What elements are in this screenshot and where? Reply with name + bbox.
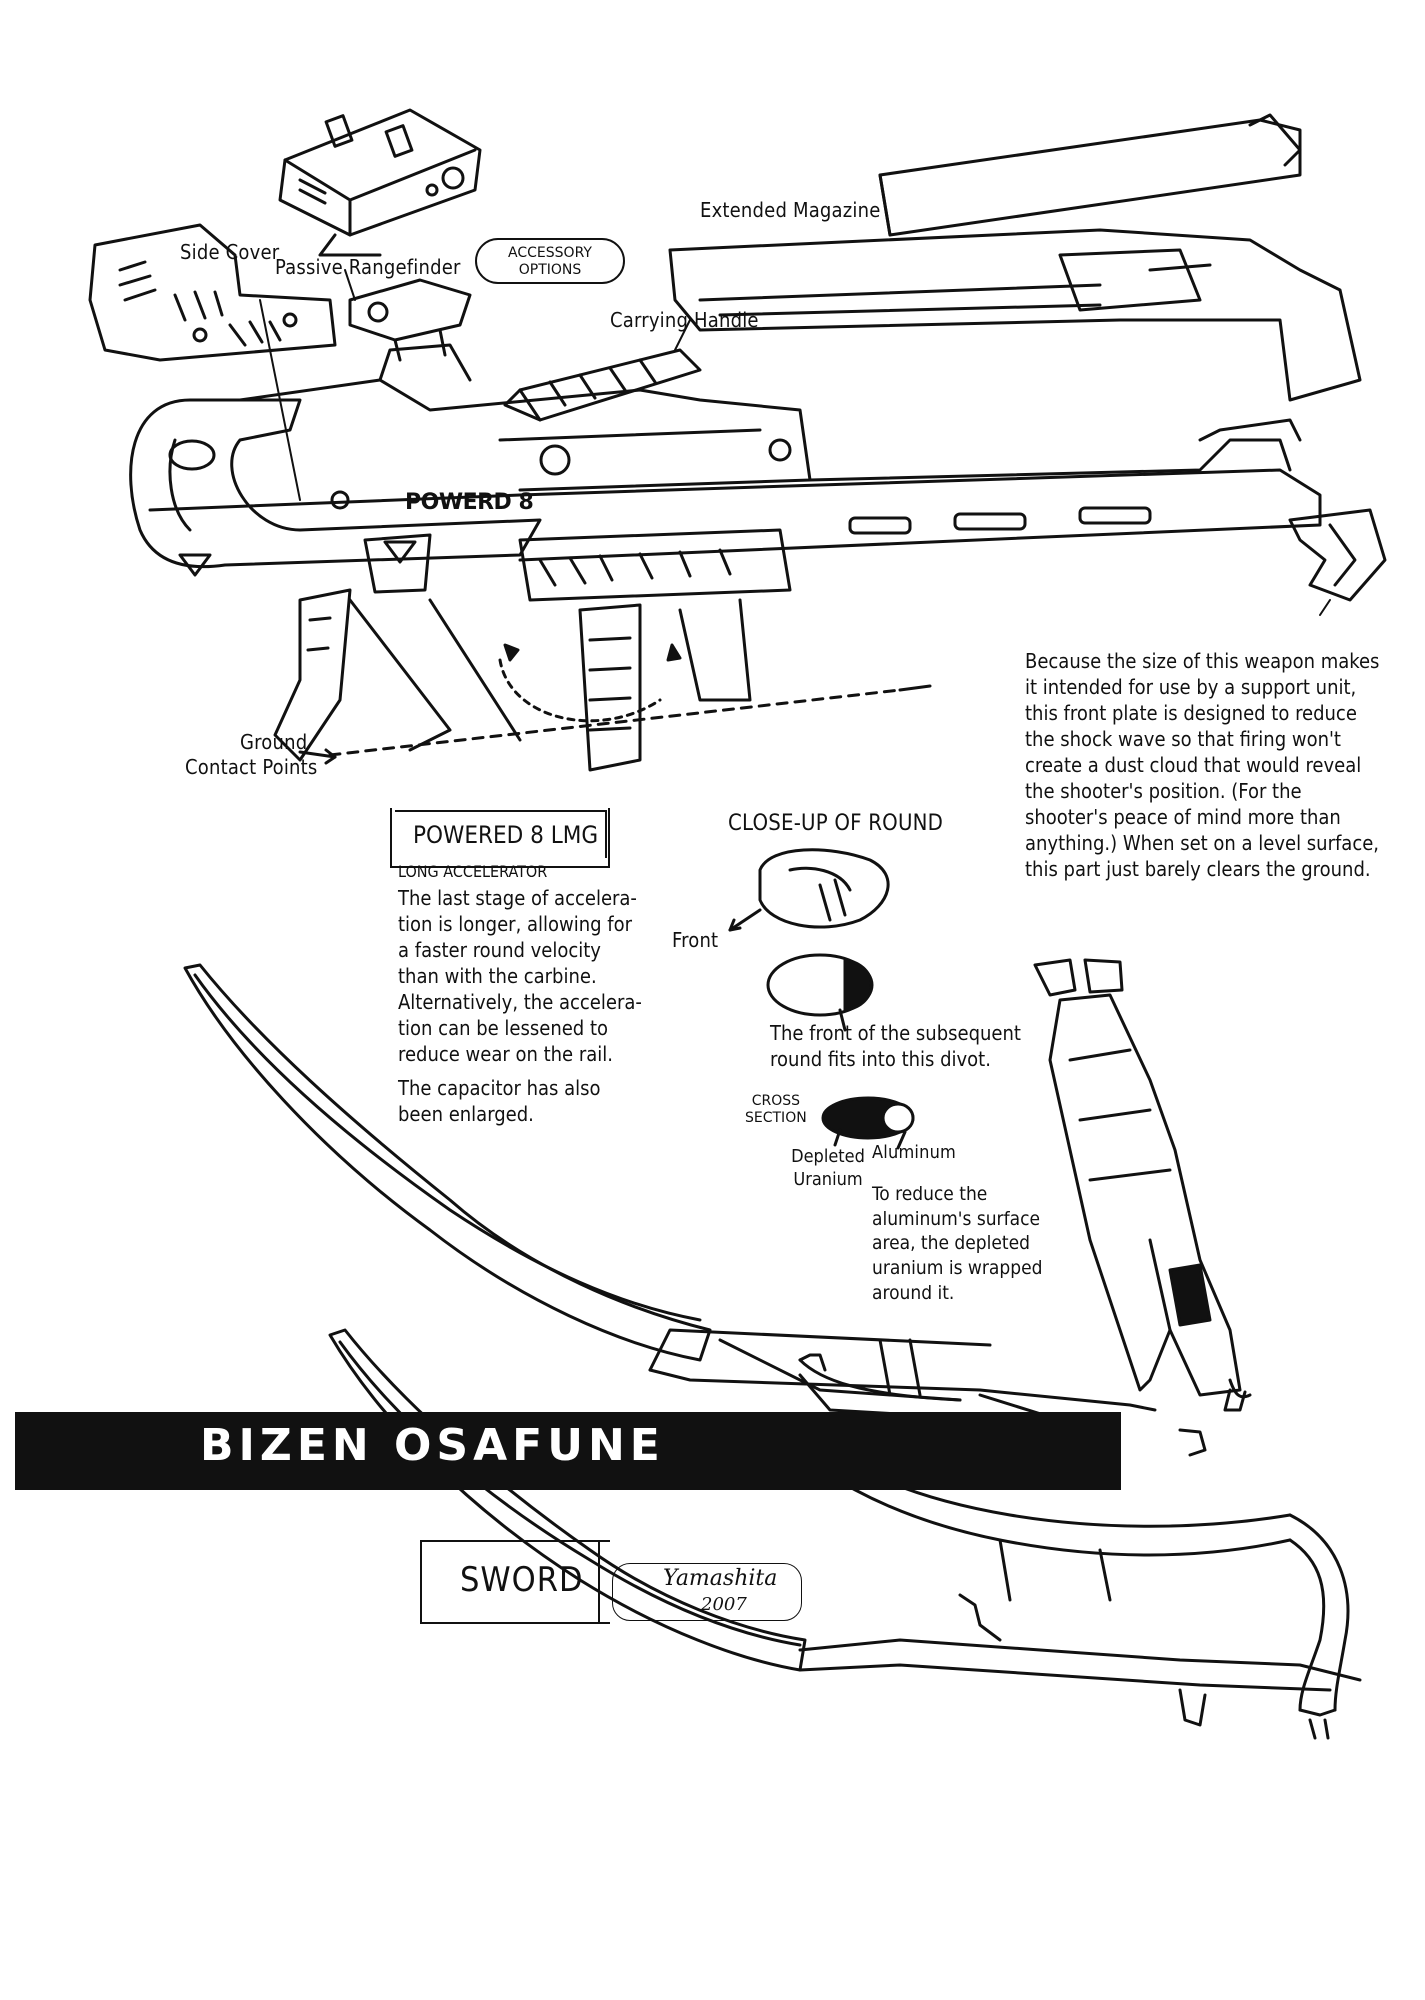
carrying-handle-drawing <box>503 348 702 422</box>
cross-section-label: CROSS SECTION <box>745 1093 807 1127</box>
round-divot-text: The front of the subsequent round fits i… <box>770 1021 1021 1071</box>
cross-section-line1: CROSS <box>751 1093 800 1109</box>
cross-section-line2: SECTION <box>745 1110 807 1126</box>
round-divot-note: The front of the subsequent round fits i… <box>770 1020 1030 1072</box>
signature-name: Yamashita <box>663 1566 778 1591</box>
depleted-uranium-label: Depleted Uranium <box>778 1145 878 1192</box>
round-drawing <box>728 848 890 1032</box>
extended-magazine-drawing <box>668 113 1362 402</box>
signature-year: 2007 <box>701 1594 747 1615</box>
weapon-description: LONG ACCELERATOR The last stage of accel… <box>398 862 658 1127</box>
sword-label-box-right <box>598 1540 600 1624</box>
rifle-top-view-drawing <box>1033 958 1252 1412</box>
cross-section-drawing <box>821 1096 915 1150</box>
accessory-options-badge: ACCESSORY OPTIONS <box>475 238 625 284</box>
ground-label: Ground <box>240 730 308 754</box>
leader-lines <box>259 269 1331 616</box>
depleted-uranium-text: Depleted Uranium <box>791 1146 865 1191</box>
rifle-drawing <box>129 343 1387 772</box>
contact-points-label: Contact Points <box>185 755 318 779</box>
weapon-paragraph-2: The capacitor has also been enlarged. <box>398 1075 601 1126</box>
round-front-label: Front <box>672 928 719 952</box>
round-title: CLOSE-UP OF ROUND <box>728 811 944 836</box>
sword-label: SWORD <box>460 1560 584 1600</box>
front-plate-note-text: Because the size of this weapon makes it… <box>1025 649 1380 881</box>
weapon-paragraph-1: The last stage of accelera- tion is long… <box>398 885 642 1066</box>
accessory-options-line2: OPTIONS <box>518 262 582 278</box>
extended-magazine-label: Extended Magazine <box>700 198 881 222</box>
sword-upper-drawing <box>183 963 1207 1462</box>
round-wrap-note: To reduce the aluminum's surface area, t… <box>872 1182 1072 1305</box>
sword-label-box <box>420 1540 610 1624</box>
front-plate-note: Because the size of this weapon makes it… <box>1025 648 1405 882</box>
side-cover-label: Side Cover <box>180 240 280 264</box>
weapon-title: POWERED 8 LMG <box>413 821 599 849</box>
sword-banner-title: BIZEN OSAFUNE <box>200 1420 665 1471</box>
weapon-title-box-right <box>608 808 610 868</box>
gun-marking: POWERD 8 <box>405 490 534 515</box>
weapon-title-box: POWERED 8 LMG <box>395 810 607 858</box>
weapon-title-box-edge <box>390 808 392 868</box>
rangefinder-drawing <box>278 108 482 257</box>
aluminum-label: Aluminum <box>872 1142 957 1163</box>
round-wrap-text: To reduce the aluminum's surface area, t… <box>872 1183 1043 1304</box>
passive-rangefinder-label: Passive Rangefinder <box>275 255 461 279</box>
sword-lower-drawing <box>328 1328 1362 1740</box>
accessory-options-line1: ACCESSORY <box>508 245 592 261</box>
sword-banner <box>15 1412 1121 1490</box>
side-cover-drawing <box>88 223 337 362</box>
weapon-title-box-bottom <box>390 866 610 868</box>
signature-box: Yamashita 2007 <box>612 1563 802 1621</box>
weapon-subtitle: LONG ACCELERATOR <box>398 862 548 881</box>
carrying-handle-label: Carrying Handle <box>610 308 759 332</box>
